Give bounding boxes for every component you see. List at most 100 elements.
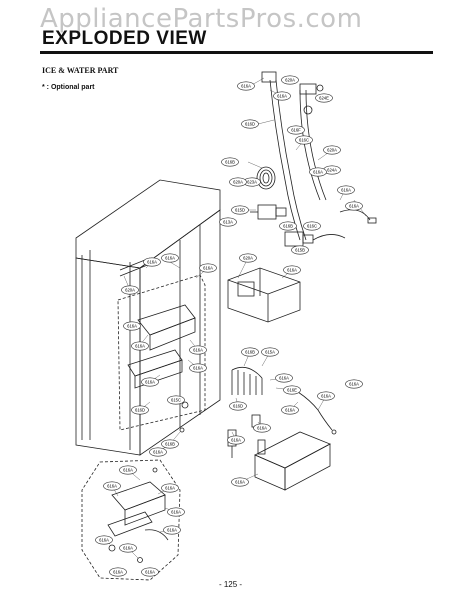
part-label-text: 616B — [165, 442, 175, 447]
part-label: 616C — [295, 135, 313, 145]
part-label: 616A — [337, 185, 355, 195]
switch-part — [251, 414, 266, 455]
part-label: 616A — [199, 263, 217, 273]
part-label-text: 616B — [225, 160, 235, 165]
part-label-text: 616A — [279, 376, 289, 381]
part-label: 616A — [163, 525, 181, 535]
part-label-text: 620A — [285, 78, 295, 83]
auger-motor-assembly — [227, 267, 301, 323]
part-label-text: 615D — [235, 208, 245, 213]
part-label-text: 616A — [287, 268, 297, 273]
part-label-text: 616A — [127, 324, 137, 329]
part-label: 616A — [237, 81, 255, 91]
part-label: 616B — [221, 157, 239, 167]
part-label-text: 616A — [341, 188, 351, 193]
part-label-text: 616A — [349, 382, 359, 387]
control-box — [254, 431, 331, 491]
part-label-bubble — [229, 177, 247, 187]
part-label: 616B — [279, 221, 297, 231]
optional-part-note: * : Optional part — [42, 84, 95, 91]
part-label: 616A — [95, 535, 113, 545]
part-label-text: 624A — [327, 168, 337, 173]
part-label: 616A — [189, 345, 207, 355]
part-label: 616C — [303, 221, 321, 231]
part-label-text: 615A — [265, 350, 275, 355]
part-label-text: 616A — [171, 510, 181, 515]
part-label-bubble — [149, 447, 167, 457]
part-label-bubble — [237, 81, 255, 91]
page-number: - 125 - — [218, 580, 243, 589]
wire-harness-right — [339, 209, 377, 224]
part-label-bubble — [189, 363, 207, 373]
part-label-bubble — [103, 481, 121, 491]
part-label-bubble — [167, 507, 185, 517]
ice-maker-assembly — [119, 257, 196, 433]
part-label: 615D — [231, 205, 249, 215]
section-heading: ICE & WATER PART — [42, 66, 119, 75]
part-label-text: 616A — [165, 486, 175, 491]
part-label-text: 616A — [257, 426, 267, 431]
part-label: 616F — [287, 125, 305, 135]
part-label: 616A — [141, 567, 159, 577]
part-label: 615C — [167, 395, 185, 405]
part-label: 616A — [161, 253, 179, 263]
part-label-bubble — [241, 119, 259, 129]
part-label: 624E — [315, 93, 333, 103]
part-label-text: 616A — [193, 348, 203, 353]
part-label: 616A — [253, 423, 271, 433]
part-label-bubble — [295, 135, 313, 145]
part-label-bubble — [163, 525, 181, 535]
water-valve-lower — [284, 231, 346, 247]
part-label: 620A — [323, 145, 341, 155]
part-label-text: 616A — [235, 480, 245, 485]
part-label-bubble — [119, 465, 137, 475]
part-label: 616A — [131, 341, 149, 351]
title-rule — [40, 51, 433, 54]
part-label-text: 616A — [147, 260, 157, 265]
part-label-bubble — [345, 201, 363, 211]
part-label-bubble — [221, 157, 239, 167]
part-label-bubble — [227, 435, 245, 445]
part-label-bubble — [143, 257, 161, 267]
part-label-text: 616A — [349, 204, 359, 209]
watermark-text: AppliancePartsPros.com — [40, 4, 363, 34]
part-label-text: 616D — [135, 408, 145, 413]
part-label: 615B — [291, 245, 309, 255]
part-label-bubble — [95, 535, 113, 545]
part-label-bubble — [161, 253, 179, 263]
water-valve-upper — [250, 204, 287, 220]
part-label: 620A — [281, 75, 299, 85]
part-label-text: 616A — [241, 84, 251, 89]
part-label-bubble — [141, 377, 159, 387]
part-label-bubble — [281, 75, 299, 85]
duct-heater — [231, 366, 263, 395]
part-label: 616B — [241, 347, 259, 357]
part-label: 616A — [123, 321, 141, 331]
part-label-bubble — [121, 285, 139, 295]
part-label-bubble — [131, 405, 149, 415]
part-label: 616A — [227, 435, 245, 445]
part-label-bubble — [161, 483, 179, 493]
part-label-text: 620A — [327, 148, 337, 153]
part-label-text: 624E — [319, 96, 329, 101]
part-label-bubble — [219, 217, 237, 227]
part-label-text: 616C — [307, 224, 317, 229]
part-label: 616A — [109, 567, 127, 577]
part-label-bubble — [229, 401, 247, 411]
part-label-bubble — [279, 221, 297, 231]
part-label: 620A — [121, 285, 139, 295]
part-label-text: 616C — [299, 138, 309, 143]
part-label: 616A — [161, 483, 179, 493]
part-label-bubble — [323, 145, 341, 155]
tube-coil — [256, 166, 276, 190]
part-label: 616A — [143, 257, 161, 267]
part-label: 616A — [189, 363, 207, 373]
dispenser-parts — [107, 467, 169, 563]
part-label-text: 616A — [165, 256, 175, 261]
part-label: 616A — [141, 377, 159, 387]
part-label-group: 616A 620A 616A 624E 616D 616C 616F 620A 616B 624A… — [95, 75, 363, 577]
part-label-text: 613A — [223, 220, 233, 225]
part-label-bubble — [167, 395, 185, 405]
part-label-text: 616A — [145, 380, 155, 385]
